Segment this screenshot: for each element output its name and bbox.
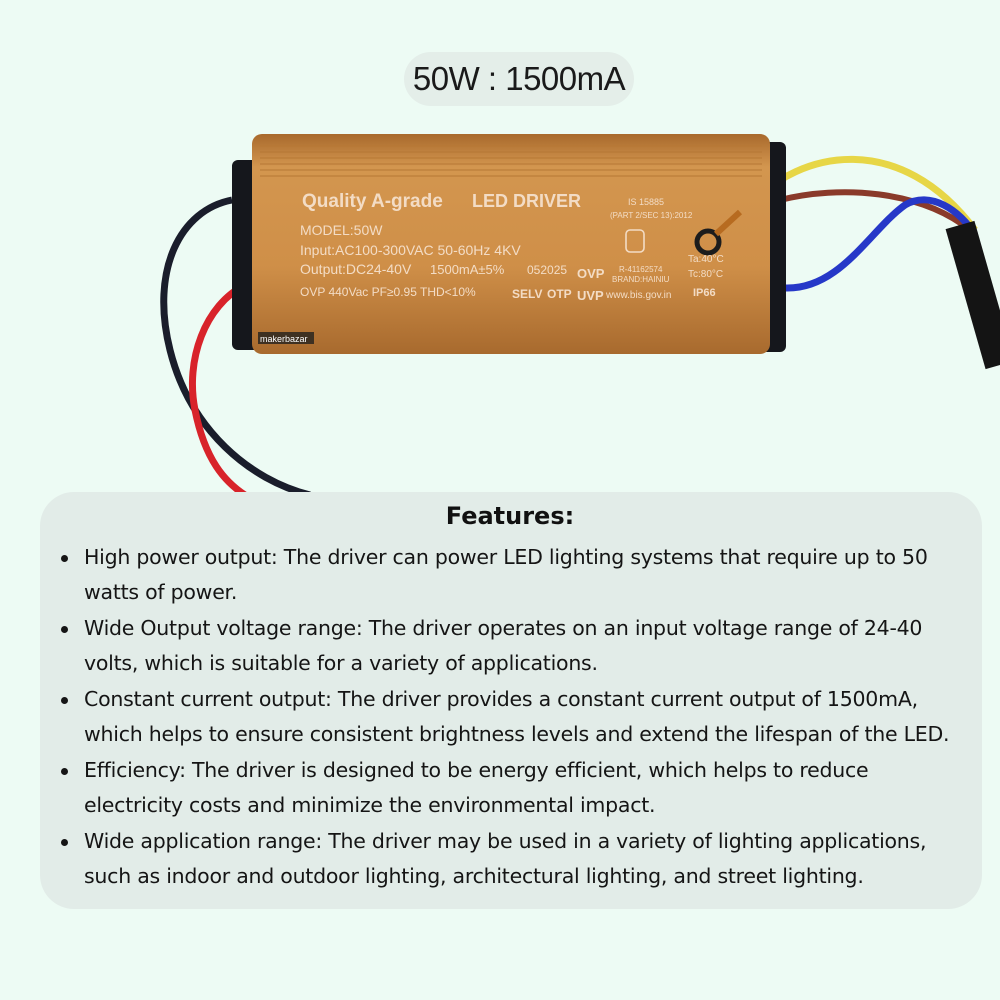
list-item: Wide Output voltage range: The driver op… bbox=[61, 611, 960, 681]
list-item: High power output: The driver can power … bbox=[61, 540, 960, 610]
label-website: www.bis.gov.in bbox=[605, 290, 671, 301]
title-badge: 50W : 1500mA bbox=[404, 52, 634, 106]
bullet-icon bbox=[61, 555, 68, 562]
label-heading-a: Quality A-grade bbox=[302, 191, 443, 212]
led-driver-image: Quality A-grade LED DRIVER MODEL:50W Inp… bbox=[160, 134, 1000, 499]
ring-terminal bbox=[694, 228, 722, 256]
label-heading-b: LED DRIVER bbox=[472, 191, 581, 211]
label-reg-no: R-41162574 bbox=[619, 265, 663, 274]
features-heading: Features: bbox=[445, 502, 575, 530]
black-wire bbox=[160, 196, 311, 499]
label-tc: Tc:80°C bbox=[688, 269, 723, 280]
label-brand: BRAND:HAINIU bbox=[612, 275, 670, 284]
label-input: Input:AC100-300VAC 50-60Hz 4KV bbox=[300, 242, 521, 258]
driver-casing bbox=[252, 134, 770, 354]
label-ip: IP66 bbox=[693, 287, 716, 299]
label-code: 052025 bbox=[527, 263, 567, 277]
bullet-icon bbox=[61, 839, 68, 846]
features-panel: Features: High power output: The driver … bbox=[40, 492, 982, 909]
label-ta: Ta:40°C bbox=[688, 254, 724, 265]
bullet-icon bbox=[61, 626, 68, 633]
label-output: Output:DC24-40V bbox=[300, 261, 412, 277]
list-item: Constant current output: The driver prov… bbox=[61, 682, 960, 752]
features-list: High power output: The driver can power … bbox=[60, 540, 960, 894]
blue-wire bbox=[784, 196, 979, 292]
isi-mark-icon bbox=[625, 229, 645, 253]
list-item: Wide application range: The driver may b… bbox=[61, 824, 960, 894]
list-item: Efficiency: The driver is designed to be… bbox=[61, 753, 960, 823]
label-model: MODEL:50W bbox=[300, 222, 383, 238]
label-selv: SELV bbox=[512, 287, 542, 301]
label-ovp: OVP bbox=[577, 266, 605, 281]
label-standard-1: IS 15885 bbox=[628, 197, 664, 207]
label-otp: OTP bbox=[547, 287, 572, 301]
title-text: 50W : 1500mA bbox=[412, 60, 626, 97]
bullet-icon bbox=[61, 768, 68, 775]
brown-wire bbox=[779, 189, 972, 233]
bullet-icon bbox=[61, 697, 68, 704]
maker-logo: makerbazar bbox=[260, 334, 308, 344]
label-ovp-line: OVP 440Vac PF≥0.95 THD<10% bbox=[300, 285, 476, 299]
black-cable bbox=[945, 220, 1000, 370]
red-wire bbox=[188, 281, 247, 498]
label-standard-2: (PART 2/SEC 13):2012 bbox=[610, 211, 693, 220]
label-current: 1500mA±5% bbox=[430, 262, 505, 277]
label-uvp: UVP bbox=[577, 288, 604, 303]
